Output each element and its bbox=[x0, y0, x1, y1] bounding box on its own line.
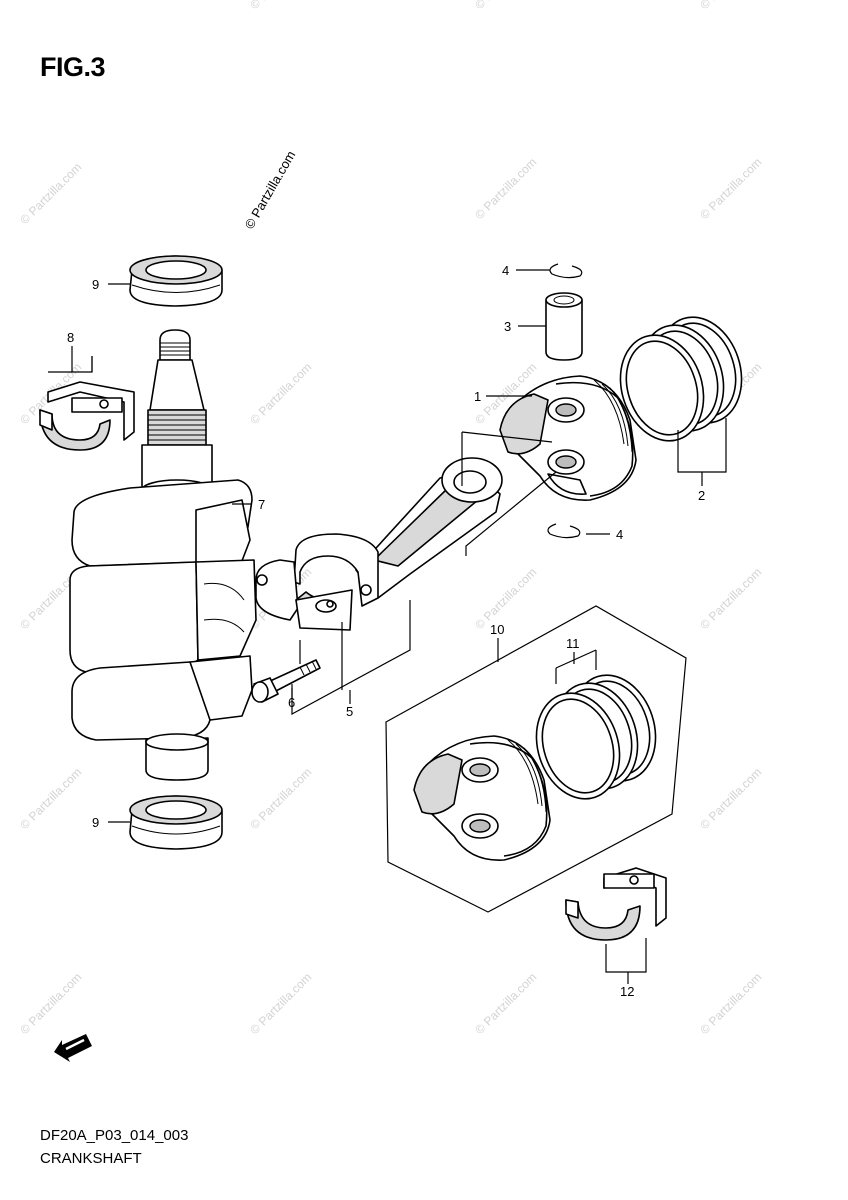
watermark-tile: © Partzilla.com bbox=[17, 970, 84, 1037]
watermark-main: © Partzilla.com bbox=[242, 148, 299, 231]
leader-lines bbox=[48, 269, 727, 984]
callout-3: 3 bbox=[504, 319, 511, 334]
callout-11: 11 bbox=[566, 636, 580, 651]
watermark-tile: © Partzilla.com bbox=[697, 565, 764, 632]
callout-9-top: 9 bbox=[92, 277, 99, 292]
watermark-tile: © Partzilla.com bbox=[17, 160, 84, 227]
watermark-tile: © Partzilla.com bbox=[472, 155, 539, 222]
crank-bearing-top[interactable] bbox=[39, 381, 135, 451]
figure-title: FIG.3 bbox=[40, 52, 106, 82]
diagram-code: DF20A_P03_014_003 bbox=[40, 1127, 189, 1144]
watermark-tile: © Partzilla.com bbox=[697, 0, 764, 12]
callout-8: 8 bbox=[67, 330, 74, 345]
callout-7: 7 bbox=[258, 497, 265, 512]
watermark-tile: © Partzilla.com bbox=[17, 765, 84, 832]
connecting-rod[interactable] bbox=[255, 457, 503, 631]
watermark-tile: © Partzilla.com bbox=[697, 970, 764, 1037]
callout-2: 2 bbox=[698, 488, 705, 503]
watermark-tile: © Partzilla.com bbox=[247, 360, 314, 427]
callout-5: 5 bbox=[346, 704, 353, 719]
piston-kit-box bbox=[385, 605, 687, 913]
callout-10: 10 bbox=[490, 622, 504, 637]
oil-seal-top[interactable] bbox=[129, 255, 223, 307]
callout-12: 12 bbox=[620, 984, 634, 999]
watermark-tile: © Partzilla.com bbox=[697, 765, 764, 832]
piston[interactable] bbox=[499, 375, 637, 501]
conrod-bearing[interactable] bbox=[565, 867, 667, 941]
watermark-tile: © Partzilla.com bbox=[247, 765, 314, 832]
watermark-tile: © Partzilla.com bbox=[472, 565, 539, 632]
watermark-tile: © Partzilla.com bbox=[472, 0, 539, 12]
crankshaft[interactable] bbox=[69, 329, 257, 781]
diagram-title: CRANKSHAFT bbox=[40, 1150, 142, 1167]
oil-seal-bottom[interactable] bbox=[129, 795, 223, 850]
watermark-tile: © Partzilla.com bbox=[697, 155, 764, 222]
callout-1: 1 bbox=[474, 389, 481, 404]
callout-4-top: 4 bbox=[502, 263, 509, 278]
piston-pin[interactable] bbox=[545, 292, 583, 361]
piston-pin-circlip-top[interactable] bbox=[549, 263, 583, 279]
piston-kit-ring-set[interactable] bbox=[523, 664, 668, 809]
fwd-arrow-icon bbox=[54, 1034, 92, 1062]
piston-ring-set[interactable] bbox=[607, 306, 754, 451]
callout-9-bottom: 9 bbox=[92, 815, 99, 830]
callout-4-bottom: 4 bbox=[616, 527, 623, 542]
piston-kit-piston[interactable] bbox=[413, 735, 551, 861]
watermark-tile: © Partzilla.com bbox=[472, 970, 539, 1037]
watermark-tile: © Partzilla.com bbox=[247, 970, 314, 1037]
connecting-rod-bolt[interactable] bbox=[251, 659, 321, 703]
watermark-tile: © Partzilla.com bbox=[247, 0, 314, 12]
callout-6: 6 bbox=[288, 695, 295, 710]
piston-pin-circlip-bottom[interactable] bbox=[547, 523, 581, 539]
